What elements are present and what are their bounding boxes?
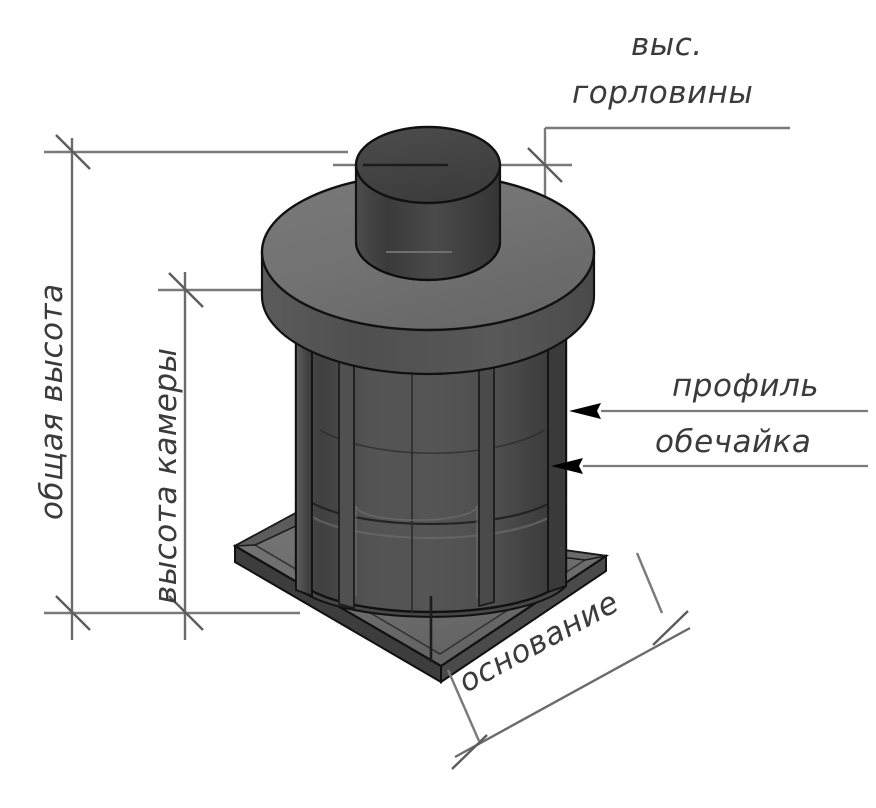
neck-height-tick-upper [527, 147, 563, 183]
profile-arrowhead-icon [569, 403, 601, 419]
panel-top-edge-lower [355, 505, 478, 521]
label-neck-height-line2: горловины [572, 75, 753, 111]
base-tick-right [652, 610, 689, 646]
callout-profile [569, 403, 868, 419]
base-tick-left [451, 734, 488, 770]
base-dimension-line [454, 626, 691, 759]
label-chamber-height: высота камеры [148, 348, 184, 605]
dimension-base [446, 552, 691, 770]
neck [354, 125, 502, 282]
body-shell [294, 288, 568, 614]
chamber-height-tick-bottom [168, 595, 204, 631]
panel-edges-lower [355, 506, 478, 598]
base-extension-left [446, 669, 481, 742]
label-neck-height-line1: выс. [631, 27, 703, 63]
shell-arrowhead-icon [551, 458, 583, 474]
total-height-tick-bottom [55, 595, 91, 631]
neck-base-arc [354, 241, 502, 282]
label-shell: обечайка [655, 424, 811, 460]
label-total-height: общая высота [34, 283, 70, 520]
chamber-height-tick-top [168, 272, 204, 308]
label-profile: профиль [672, 368, 819, 404]
callout-shell [551, 458, 868, 474]
vessel-model [232, 125, 610, 684]
body-ribs [295, 288, 567, 612]
base-extension-right [635, 552, 664, 614]
total-height-tick-top [55, 134, 91, 170]
dimension-total-height [44, 134, 348, 640]
